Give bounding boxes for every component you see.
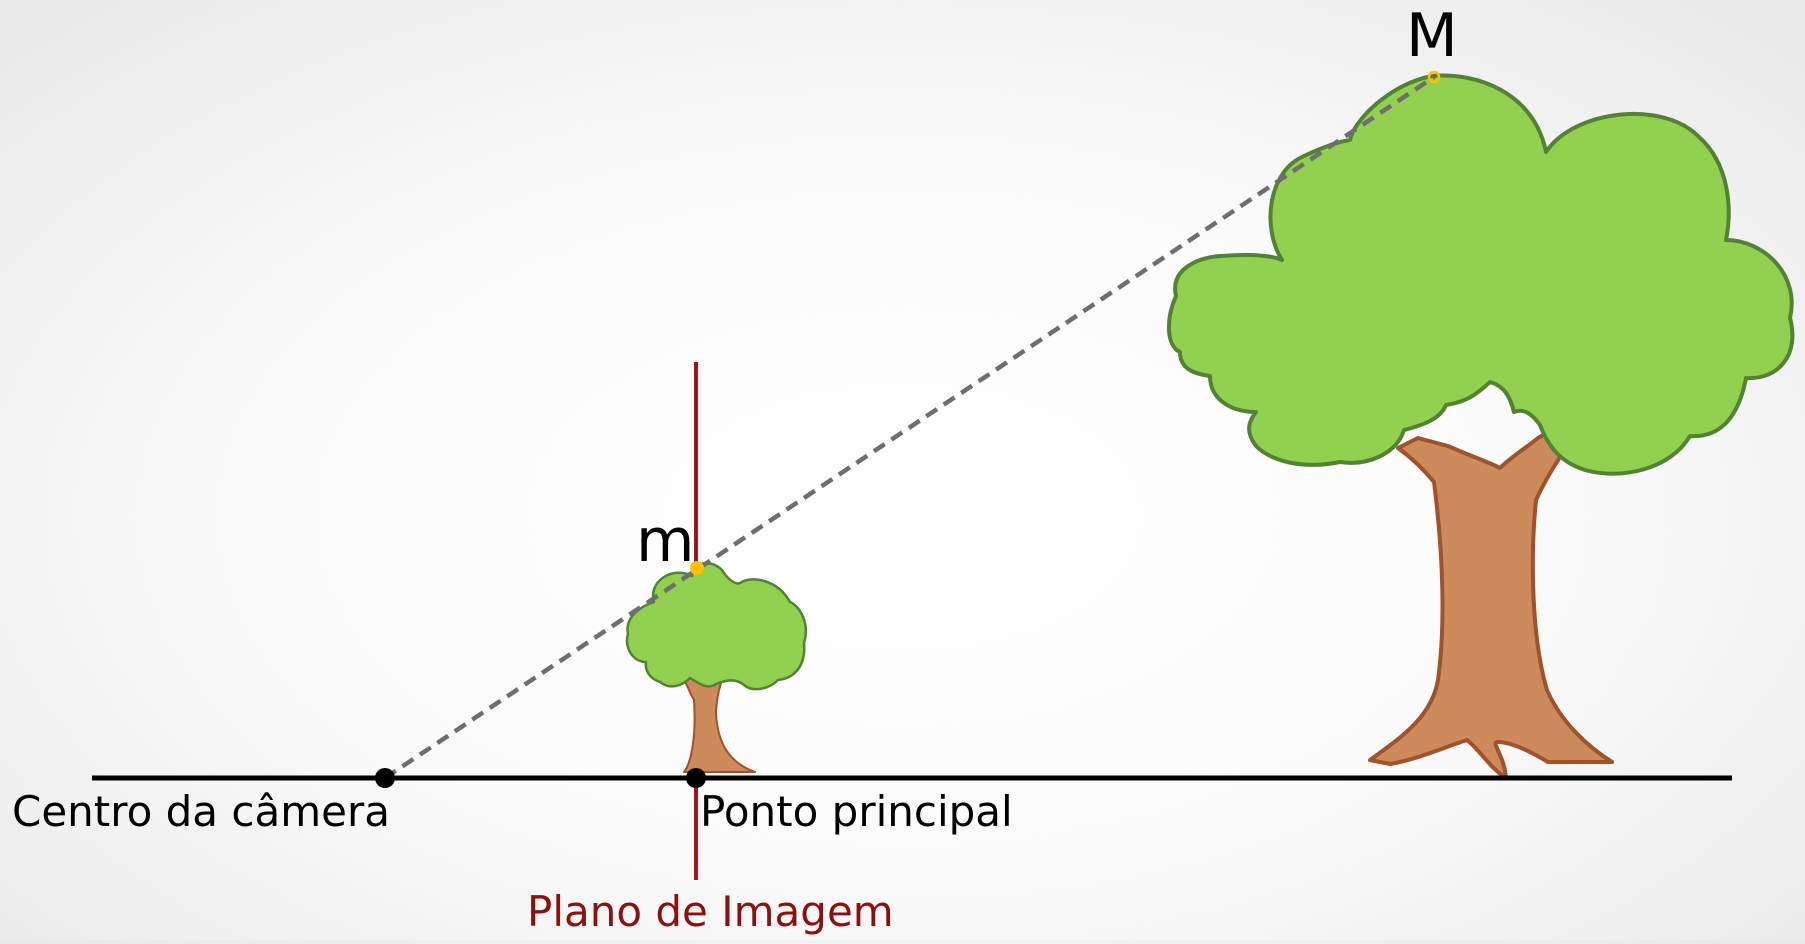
world-point-marker	[1427, 70, 1441, 84]
image-point-label: m	[636, 506, 694, 576]
principal-point-marker	[686, 768, 706, 788]
principal-point-label: Ponto principal	[700, 787, 1013, 836]
world-tree-icon	[1166, 73, 1795, 780]
projected-tree-crown	[625, 562, 807, 691]
projected-tree-icon	[625, 562, 807, 773]
camera-center-point	[375, 768, 395, 788]
camera-center-label: Centro da câmera	[12, 787, 390, 836]
world-tree-crown	[1166, 73, 1795, 476]
image-point-marker	[690, 561, 704, 575]
projected-tree-trunk	[680, 671, 756, 773]
image-plane-label: Plano de Imagem	[527, 887, 894, 936]
projection-ray	[383, 75, 1436, 780]
world-tree-trunk	[1368, 420, 1614, 780]
world-point-label: M	[1406, 1, 1458, 71]
